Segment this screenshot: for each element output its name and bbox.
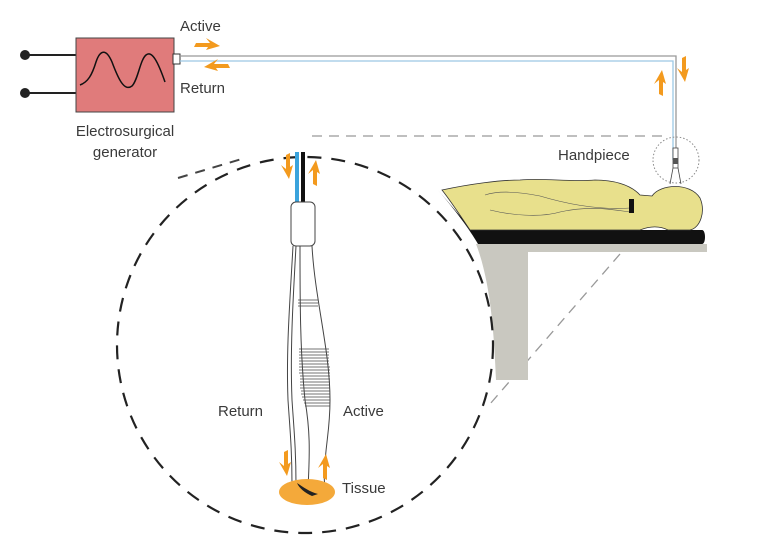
magnified-view-circle [115, 155, 495, 535]
output-port [172, 53, 181, 65]
label-return-forceps: Return [218, 403, 263, 420]
bolt-icon-down [677, 56, 689, 82]
cable [180, 55, 677, 160]
label-generator-2: generator [93, 144, 157, 161]
waveform-icon [79, 51, 166, 89]
zoom-guide-line [177, 157, 246, 179]
label-active-top: Active [180, 18, 221, 35]
electrosurgical-generator [75, 37, 181, 113]
bolt-icon-forceps-right [308, 160, 320, 186]
handpiece-highlight [652, 136, 700, 184]
label-return-top: Return [180, 80, 225, 97]
label-tissue: Tissue [342, 480, 386, 497]
bipolar-forceps [286, 201, 331, 491]
bolt-icon-up [654, 70, 666, 96]
handpiece-mini [669, 147, 682, 185]
label-generator-1: Electrosurgical [76, 123, 174, 140]
power-input-terminals [20, 50, 76, 98]
label-handpiece: Handpiece [558, 147, 630, 164]
tissue-burn-mark [297, 483, 318, 496]
patient-body [441, 179, 703, 231]
bolt-icon-tissue-left [279, 450, 291, 476]
bolt-icon-active-out [194, 38, 220, 50]
label-active-forceps: Active [343, 403, 384, 420]
bolt-icon-tissue-right [318, 454, 330, 480]
operating-table [438, 190, 707, 380]
